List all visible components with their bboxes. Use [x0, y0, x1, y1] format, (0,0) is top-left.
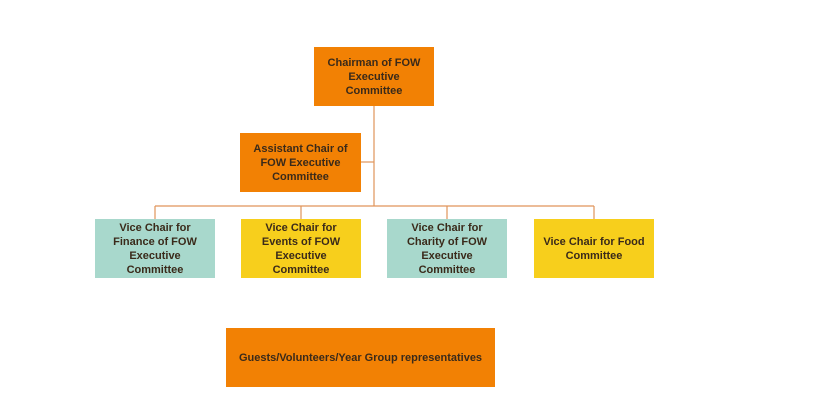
- node-vice-chair-events-label: Vice Chair for Events of FOW Executive C…: [261, 221, 341, 276]
- node-chairman-label: Chairman of FOW Executive Committee: [327, 56, 421, 97]
- node-vice-chair-charity-label: Vice Chair for Charity of FOW Executive …: [406, 221, 488, 276]
- node-vice-chair-events: Vice Chair for Events of FOW Executive C…: [241, 219, 361, 278]
- node-assistant-chair-label: Assistant Chair of FOW Executive Committ…: [253, 142, 348, 183]
- node-vice-chair-finance: Vice Chair for Finance of FOW Executive …: [95, 219, 215, 278]
- node-vice-chair-finance-label: Vice Chair for Finance of FOW Executive …: [113, 221, 197, 276]
- node-guests-volunteers: Guests/Volunteers/Year Group representat…: [226, 328, 495, 387]
- node-vice-chair-charity: Vice Chair for Charity of FOW Executive …: [387, 219, 507, 278]
- node-assistant-chair: Assistant Chair of FOW Executive Committ…: [240, 133, 361, 192]
- node-vice-chair-food-label: Vice Chair for Food Committee: [543, 235, 645, 262]
- node-vice-chair-food: Vice Chair for Food Committee: [534, 219, 654, 278]
- node-guests-volunteers-label: Guests/Volunteers/Year Group representat…: [238, 351, 483, 364]
- node-chairman: Chairman of FOW Executive Committee: [314, 47, 434, 106]
